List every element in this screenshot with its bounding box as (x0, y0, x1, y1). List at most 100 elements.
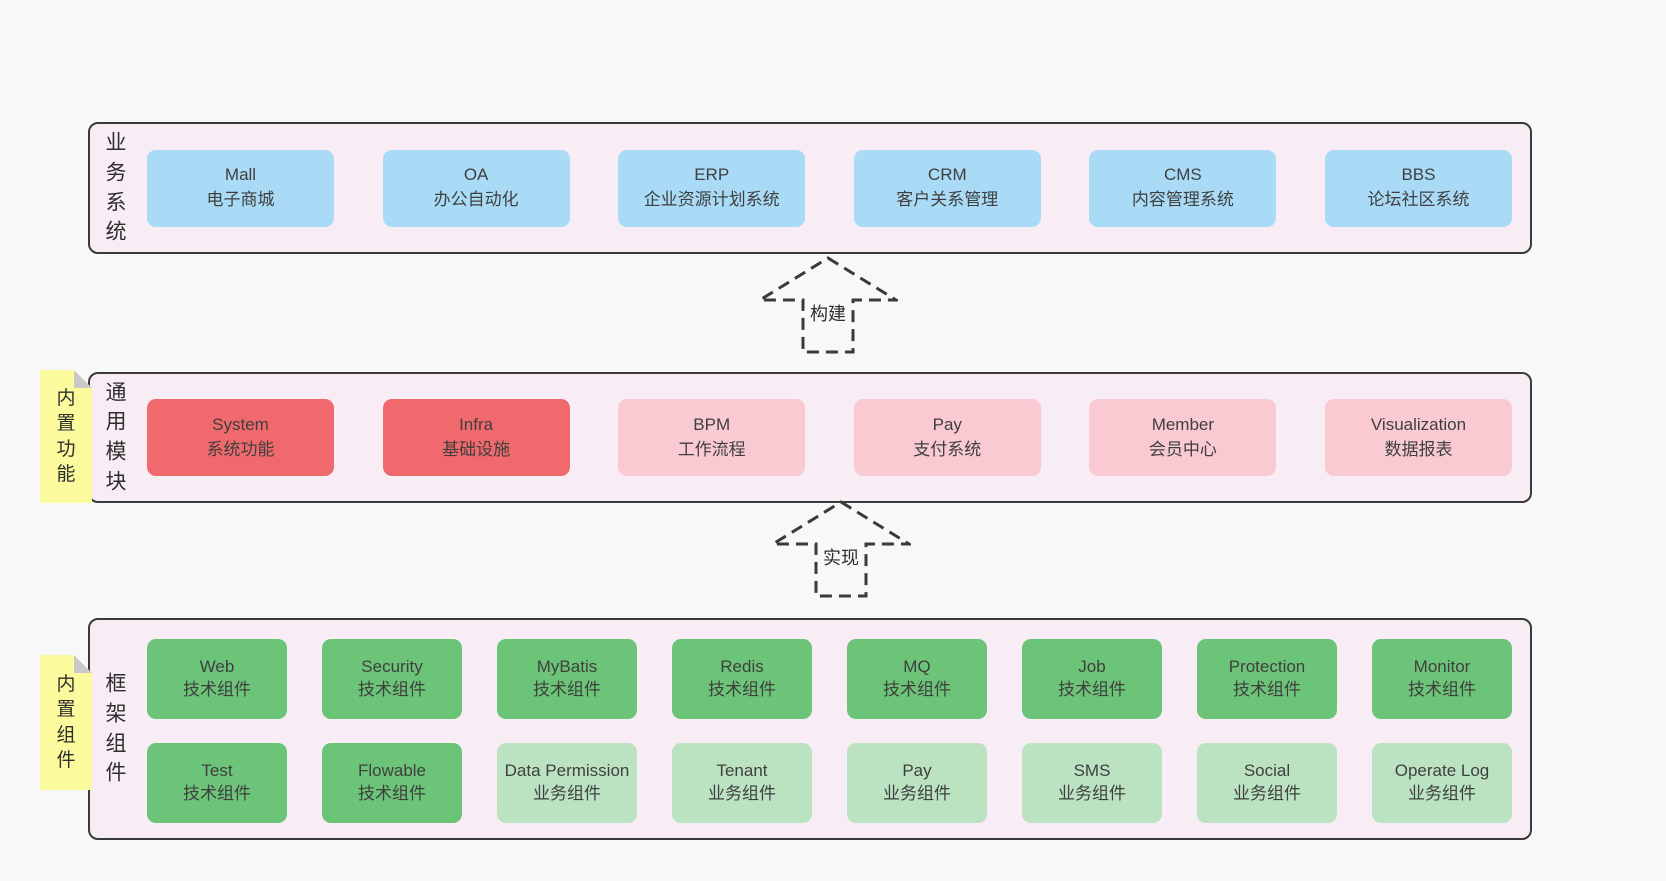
box-oa: OA 办公自动化 (382, 149, 570, 227)
box-name: OA (463, 165, 489, 185)
build-arrow-icon: 构建 (758, 256, 898, 354)
box-bbs: BBS 论坛社区系统 (1324, 149, 1512, 227)
box-name: ERP (694, 165, 730, 185)
box-name: Security (361, 657, 423, 677)
box-cms: CMS 内容管理系统 (1089, 149, 1277, 227)
box-pay: Pay 支付系统 (853, 399, 1041, 476)
box-pay-biz: Pay 业务组件 (847, 743, 987, 823)
box-name: BPM (693, 414, 731, 434)
box-social: Social 业务组件 (1197, 743, 1337, 823)
box-test: Test 技术组件 (147, 743, 287, 823)
box-desc: 客户关系管理 (896, 190, 999, 209)
box-mybatis: MyBatis 技术组件 (497, 639, 637, 719)
box-desc: 系统功能 (206, 439, 275, 459)
box-desc: 企业资源计划系统 (643, 190, 780, 209)
box-name: Member (1151, 414, 1215, 434)
box-member: Member 会员中心 (1089, 399, 1277, 476)
box-system: System 系统功能 (147, 399, 334, 476)
box-protection: Protection 技术组件 (1197, 639, 1337, 719)
box-name: Social (1243, 761, 1291, 781)
box-name: CMS (1163, 165, 1202, 185)
box-name: Infra (459, 414, 494, 434)
box-name: Tenant (716, 761, 768, 781)
panel-common-modules: 通用模块 System 系统功能 Infra 基础设施 BPM 工作流程 Pay… (88, 372, 1532, 503)
box-desc: 技术组件 (1058, 680, 1126, 699)
business-systems-row: Mall 电子商城 OA 办公自动化 ERP 企业资源计划系统 CRM 客户关系… (90, 124, 1530, 252)
box-desc: 技术组件 (883, 680, 951, 699)
box-erp: ERP 企业资源计划系统 (618, 149, 806, 227)
box-operate-log: Operate Log 业务组件 (1372, 743, 1512, 823)
box-name: SMS (1073, 761, 1111, 781)
implement-arrow-icon: 实现 (771, 500, 911, 598)
note-built-in-features: 内置功能 (40, 370, 92, 503)
box-desc: 电子商城 (206, 190, 275, 209)
box-name: Pay (902, 761, 932, 781)
box-name: Pay (932, 414, 962, 434)
note-fold-icon (74, 370, 92, 388)
box-name: Operate Log (1394, 761, 1490, 781)
box-desc: 技术组件 (358, 784, 426, 803)
box-monitor: Monitor 技术组件 (1372, 639, 1512, 719)
box-desc: 办公自动化 (433, 190, 519, 209)
box-name: CRM (927, 165, 967, 185)
box-desc: 内容管理系统 (1131, 190, 1234, 209)
box-bpm: BPM 工作流程 (618, 399, 806, 476)
box-name: Data Permission (504, 761, 630, 781)
box-desc: 技术组件 (183, 784, 251, 803)
box-flowable: Flowable 技术组件 (322, 743, 462, 823)
panel-framework-components-title: 框架组件 (105, 672, 127, 785)
box-desc: 技术组件 (183, 680, 251, 699)
box-name: System (212, 414, 269, 434)
panel-business-systems-title: 业务系统 (105, 131, 127, 244)
box-name: Monitor (1413, 657, 1471, 677)
note-built-in-components: 内置组件 (40, 655, 92, 790)
box-visualization: Visualization 数据报表 (1324, 399, 1512, 476)
box-desc: 工作流程 (677, 439, 746, 459)
box-job: Job 技术组件 (1022, 639, 1162, 719)
box-desc: 业务组件 (1408, 784, 1476, 803)
box-desc: 基础设施 (442, 439, 511, 459)
box-name: Job (1078, 657, 1106, 677)
panel-business-systems: 业务系统 Mall 电子商城 OA 办公自动化 ERP 企业资源计划系统 CRM… (88, 122, 1532, 254)
framework-components-row-2: Test 技术组件 Flowable 技术组件 Data Permission … (90, 743, 1530, 823)
box-desc: 支付系统 (913, 439, 982, 459)
box-desc: 技术组件 (358, 680, 426, 699)
framework-components-row-1: Web 技术组件 Security 技术组件 MyBatis 技术组件 Redi… (90, 639, 1530, 719)
box-name: MyBatis (536, 657, 598, 677)
box-desc: 业务组件 (1233, 784, 1301, 803)
box-desc: 技术组件 (708, 680, 776, 699)
box-sms: SMS 业务组件 (1022, 743, 1162, 823)
box-desc: 技术组件 (1233, 680, 1301, 699)
box-desc: 业务组件 (533, 784, 601, 803)
box-name: MQ (903, 657, 931, 677)
common-modules-row: System 系统功能 Infra 基础设施 BPM 工作流程 Pay 支付系统… (90, 374, 1530, 501)
box-name: BBS (1401, 165, 1436, 185)
box-desc: 数据报表 (1384, 439, 1453, 459)
note-built-in-features-label: 内置功能 (56, 388, 76, 485)
box-data-permission: Data Permission 业务组件 (497, 743, 637, 823)
box-mq: MQ 技术组件 (847, 639, 987, 719)
box-desc: 业务组件 (883, 784, 951, 803)
box-desc: 业务组件 (1058, 784, 1126, 803)
box-desc: 论坛社区系统 (1367, 190, 1470, 209)
box-security: Security 技术组件 (322, 639, 462, 719)
box-desc: 技术组件 (533, 680, 601, 699)
box-mall: Mall 电子商城 (147, 149, 334, 227)
build-arrow-label: 构建 (807, 299, 849, 327)
box-tenant: Tenant 业务组件 (672, 743, 812, 823)
box-name: Test (201, 761, 233, 781)
box-infra: Infra 基础设施 (382, 399, 570, 476)
box-desc: 技术组件 (1408, 680, 1476, 699)
box-name: Web (199, 657, 235, 677)
box-name: Mall (224, 165, 257, 185)
box-name: Redis (720, 657, 764, 677)
box-name: Flowable (357, 761, 427, 781)
box-name: Protection (1228, 657, 1306, 677)
implement-arrow-label: 实现 (820, 543, 862, 571)
box-crm: CRM 客户关系管理 (853, 149, 1041, 227)
box-redis: Redis 技术组件 (672, 639, 812, 719)
box-desc: 业务组件 (708, 784, 776, 803)
panel-framework-components: 框架组件 Web 技术组件 Security 技术组件 MyBatis 技术组件… (88, 618, 1532, 840)
box-web: Web 技术组件 (147, 639, 287, 719)
